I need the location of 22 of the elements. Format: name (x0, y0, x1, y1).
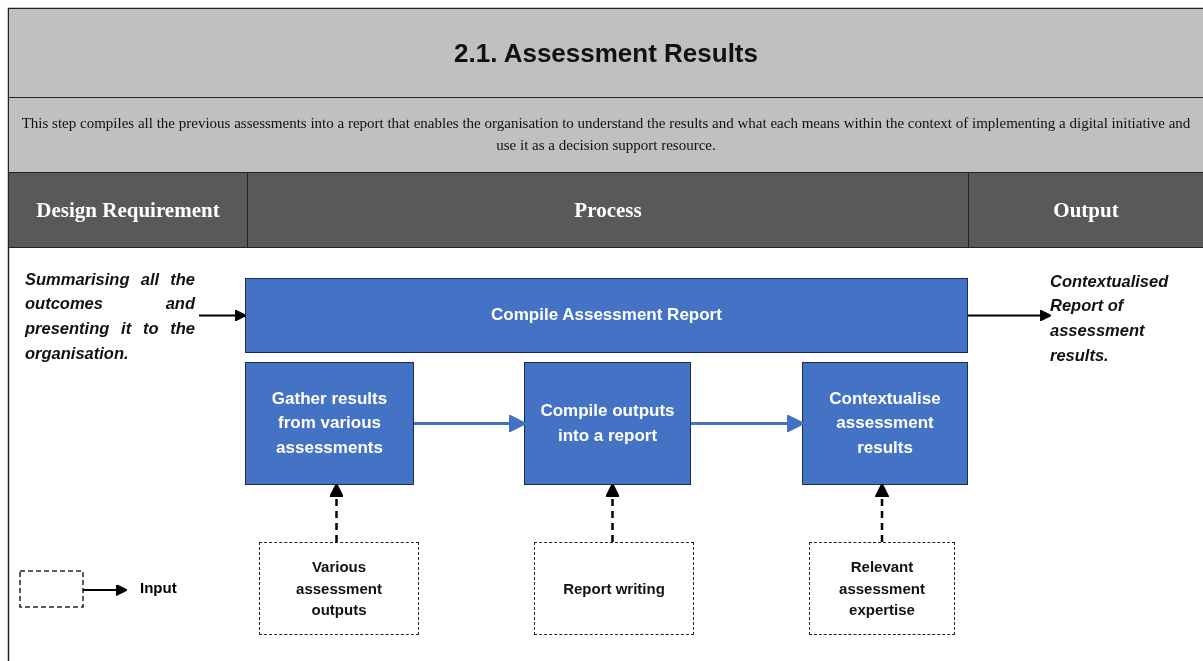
input-box: Report writing (534, 542, 694, 635)
arrow (414, 414, 527, 433)
output-text: Contextualised Report of assessment results. (1050, 268, 1190, 368)
requirement-text: Summarising all the outcomes and presenting it to the organisation. (25, 266, 195, 366)
column-header-text: Output (1053, 196, 1119, 224)
dashed-arrow (328, 482, 345, 542)
dashed-arrow (604, 482, 621, 542)
legend-label: Input (140, 579, 177, 596)
dashed-arrow (874, 482, 890, 542)
input-box: Various assessment outputs (259, 542, 419, 635)
process-box: Compile outputs into a report (524, 362, 691, 485)
input-box: Relevant assessment expertise (809, 542, 955, 635)
process-box: Compile Assessment Report (245, 278, 968, 353)
description-text: This step compiles all the previous assessments into a report that enables the organisation to understand the results and what each means within the context of implementing a digital initiative and use it as a decision support resource. (20, 114, 1192, 155)
arrow (967, 309, 1052, 322)
column-header-text: Design Requirement (36, 196, 220, 224)
process-box: Contextualise assessment results (802, 362, 968, 485)
arrow (198, 309, 247, 322)
process-box: Gather results from various assessments (245, 362, 414, 485)
title: 2.1. Assessment Results (454, 37, 758, 69)
arrow (691, 414, 805, 433)
column-header-text: Process (574, 196, 642, 224)
